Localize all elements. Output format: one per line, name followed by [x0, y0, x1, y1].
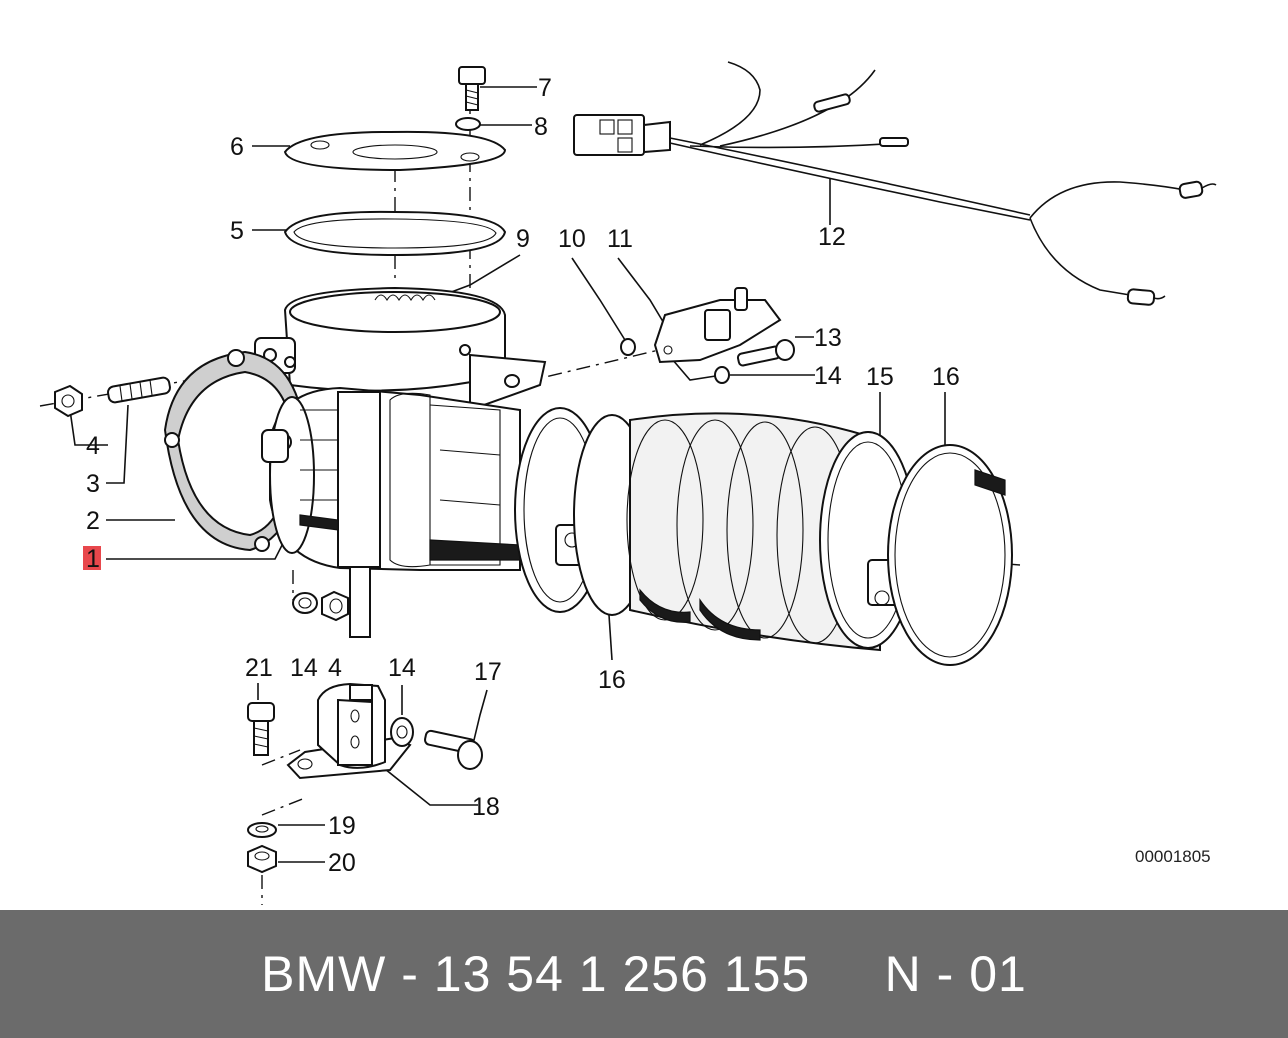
callout-4a: 4 [86, 432, 100, 460]
callout-8: 8 [534, 113, 548, 141]
parts-diagram: 7 8 6 5 9 10 11 12 13 14 15 16 4 3 2 1 1… [39, 61, 1217, 905]
callout-13: 13 [814, 324, 842, 352]
callout-11: 11 [607, 225, 633, 253]
reference-number: 00001805 [1135, 847, 1211, 866]
part-number-bar: BMW - 13 54 1 256 155 N - 01 [0, 910, 1288, 1038]
nut-4 [54, 384, 83, 418]
callout-12: 12 [818, 223, 846, 251]
nut-4b [321, 590, 349, 622]
callout-3: 3 [86, 470, 100, 498]
callout-6: 6 [230, 133, 244, 161]
diagram-drawing: 7 8 6 5 9 10 11 12 13 14 15 16 4 3 2 1 1… [39, 61, 1217, 905]
bolt-13 [736, 339, 795, 367]
hose-clamp-16c [887, 444, 1013, 666]
bolt-17 [424, 729, 483, 770]
lever-block [317, 682, 386, 769]
callout-17: 17 [474, 658, 502, 686]
cover-plate-6 [283, 130, 507, 172]
callout-15: 15 [866, 363, 894, 391]
washer-14a [292, 592, 318, 614]
callout-10: 10 [558, 225, 586, 253]
washer-19 [247, 822, 277, 838]
washer-14b [390, 717, 414, 747]
callout-16a: 16 [598, 666, 626, 694]
housing-top [254, 286, 547, 412]
callout-20: 20 [328, 849, 356, 877]
part-number-text: BMW - 13 54 1 256 155 N - 01 [261, 946, 1027, 1002]
wiring-harness-12 [573, 61, 1217, 306]
callout-9: 9 [516, 225, 530, 253]
callout-2: 2 [86, 507, 100, 535]
bolt-7 [458, 66, 486, 111]
air-hose [626, 412, 881, 652]
callout-labels: 7 8 6 5 9 10 11 12 13 14 15 16 4 3 2 1 1… [83, 74, 1211, 877]
callout-1: 1 [86, 545, 100, 573]
callout-14c: 14 [814, 362, 842, 390]
bolt-21 [247, 702, 275, 756]
callout-7: 7 [538, 74, 552, 102]
callout-1-highlight [83, 546, 101, 570]
callout-21: 21 [245, 654, 273, 682]
throttle-switch-11 [653, 287, 782, 364]
callout-16c: 16 [932, 363, 960, 391]
stud-3 [107, 376, 171, 404]
o-ring-10 [620, 338, 636, 356]
throttle-body-1 [261, 386, 521, 638]
callout-19: 19 [328, 812, 356, 840]
callout-18: 18 [472, 793, 500, 821]
nut-20 [247, 844, 277, 874]
callout-14a: 14 [290, 654, 318, 682]
callout-4b: 4 [328, 654, 342, 682]
washer-8 [455, 117, 481, 131]
callout-5: 5 [230, 217, 244, 245]
gasket-5 [283, 210, 507, 257]
washer-14c [714, 366, 730, 384]
callout-14b: 14 [388, 654, 416, 682]
